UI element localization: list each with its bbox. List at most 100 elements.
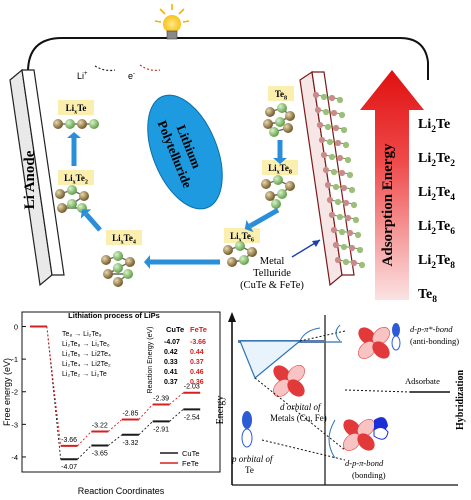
plot-y-ticks: 0-1-2-3-4 bbox=[11, 323, 26, 462]
energy-value-label: -2.54 bbox=[184, 414, 200, 421]
atom bbox=[283, 123, 293, 133]
table-header-fete: FeTe bbox=[190, 325, 207, 334]
plot-title: Lithiation process of LiPs bbox=[68, 311, 160, 320]
lattice-atom bbox=[350, 259, 358, 267]
table-energy-axis-label: Reaction Energy (eV) bbox=[147, 327, 154, 394]
lattice-atom bbox=[316, 121, 324, 129]
lattice-atom bbox=[340, 243, 348, 251]
atom bbox=[235, 241, 245, 251]
adsorption-energy-arrow: Adsorption Energy bbox=[360, 70, 424, 300]
lattice-atom bbox=[338, 228, 346, 236]
lattice-atom bbox=[338, 111, 346, 119]
energy-value-label: -3.32 bbox=[122, 440, 138, 447]
cathode-slab bbox=[299, 70, 366, 287]
lattice-atom bbox=[330, 226, 338, 234]
cute-energy-value: -4.07 bbox=[164, 339, 180, 346]
li-anode: Li Anode bbox=[9, 68, 65, 287]
atom bbox=[53, 119, 63, 129]
lattice-atom bbox=[318, 136, 326, 144]
plot-legend: CuTe FeTe bbox=[160, 449, 200, 468]
lattice-atom bbox=[334, 139, 342, 147]
y-tick-label: -4 bbox=[11, 453, 18, 462]
cycle-arrow-head bbox=[144, 255, 150, 269]
lattice-atom bbox=[352, 216, 360, 224]
bonding-orbital-icon bbox=[343, 417, 389, 451]
p-orbital-label-2: Te bbox=[245, 465, 254, 475]
plot-series: -4.07-3.65-3.32-2.91-2.54-3.66-3.22-2.85… bbox=[30, 325, 201, 471]
cycle-arrow-head bbox=[244, 219, 254, 233]
transition-line bbox=[169, 392, 184, 405]
cycle-arrow-head bbox=[67, 132, 81, 138]
lattice-atom bbox=[346, 171, 354, 179]
adsorption-species: Li2Te8 bbox=[418, 253, 455, 271]
transition-line bbox=[169, 409, 184, 422]
atom bbox=[103, 269, 113, 279]
transition-line bbox=[107, 434, 123, 446]
svg-text:Te8: Te8 bbox=[275, 89, 287, 102]
lattice-atom bbox=[340, 184, 348, 192]
atom bbox=[261, 179, 271, 189]
atom bbox=[273, 175, 283, 185]
lattice-atom bbox=[344, 156, 352, 164]
adsorption-species: Li2Te2 bbox=[418, 151, 455, 169]
light-bulb-icon bbox=[154, 4, 190, 40]
li-ion-path-arrow bbox=[94, 65, 116, 72]
energy-value-label: -4.07 bbox=[61, 464, 77, 471]
electron-path-arrow bbox=[139, 64, 161, 72]
lattice-atom bbox=[336, 96, 344, 104]
species-box bbox=[58, 100, 94, 115]
atom bbox=[247, 247, 257, 257]
lattice-atom bbox=[354, 231, 362, 239]
y-axis-label: Free energy (eV) bbox=[2, 358, 12, 426]
energy-value-label: -3.66 bbox=[61, 437, 77, 444]
lattice-atom bbox=[342, 199, 350, 207]
lattice-atom bbox=[326, 138, 334, 146]
lattice-atom bbox=[326, 196, 334, 204]
atom bbox=[113, 251, 123, 261]
lattice-atom bbox=[334, 256, 342, 264]
reaction-step: Li₂Te₈ → Li₂Te₆ bbox=[62, 341, 110, 348]
lattice-atom bbox=[334, 198, 342, 206]
atom bbox=[89, 119, 99, 129]
cycle-arrow bbox=[84, 212, 102, 232]
reaction-energy-table: -4.070.420.330.410.37-3.660.440.370.460.… bbox=[164, 339, 206, 386]
atom bbox=[125, 257, 135, 267]
lattice-atom bbox=[346, 229, 354, 237]
bonding-label-2: (bonding) bbox=[352, 470, 386, 480]
atom bbox=[57, 203, 67, 213]
lattice-atom bbox=[358, 261, 366, 269]
adsorption-species: Li2Te bbox=[418, 117, 450, 135]
atom bbox=[101, 255, 111, 265]
y-tick-label: -3 bbox=[11, 420, 18, 429]
energy-value-label: -2.39 bbox=[153, 395, 169, 402]
anode-label: Li Anode bbox=[22, 150, 38, 209]
atom bbox=[285, 111, 295, 121]
lattice-atom bbox=[332, 124, 340, 132]
atom bbox=[265, 107, 275, 117]
species-box bbox=[268, 86, 294, 101]
d-orbital-label-1: d orbital of bbox=[280, 402, 322, 412]
lattice-atom bbox=[342, 258, 350, 266]
y-tick-label: 0 bbox=[14, 323, 18, 332]
cycle-arrow bbox=[248, 207, 280, 229]
lattice-atom bbox=[330, 168, 338, 176]
antibonding-label-2: (anti-bonding) bbox=[410, 336, 459, 346]
atom bbox=[113, 277, 123, 287]
fete-energy-value: 0.46 bbox=[190, 369, 204, 376]
d-orbital-icon bbox=[273, 365, 305, 397]
lattice-atom bbox=[330, 109, 338, 117]
cute-energy-value: 0.37 bbox=[164, 379, 178, 386]
antibonding-label-1: d-p-π*-bond bbox=[410, 324, 453, 334]
p-orbital-icon bbox=[241, 411, 253, 448]
lattice-atom bbox=[322, 166, 330, 174]
reaction-step: Li₂Te₄ → Li2Te₂ bbox=[62, 361, 111, 368]
lattice-atom bbox=[320, 93, 328, 101]
free-energy-plot: 0-1-2-3-4 -4.07-3.65-3.32-2.91-2.54-3.66… bbox=[2, 311, 221, 496]
adsorption-energy-label: Adsorption Energy bbox=[380, 143, 396, 266]
lattice-atom bbox=[328, 153, 336, 161]
transition-line bbox=[77, 445, 92, 460]
electron-label: e- bbox=[128, 71, 135, 81]
table-header-cute: CuTe bbox=[166, 325, 184, 334]
energy-value-label: -3.65 bbox=[92, 451, 108, 458]
